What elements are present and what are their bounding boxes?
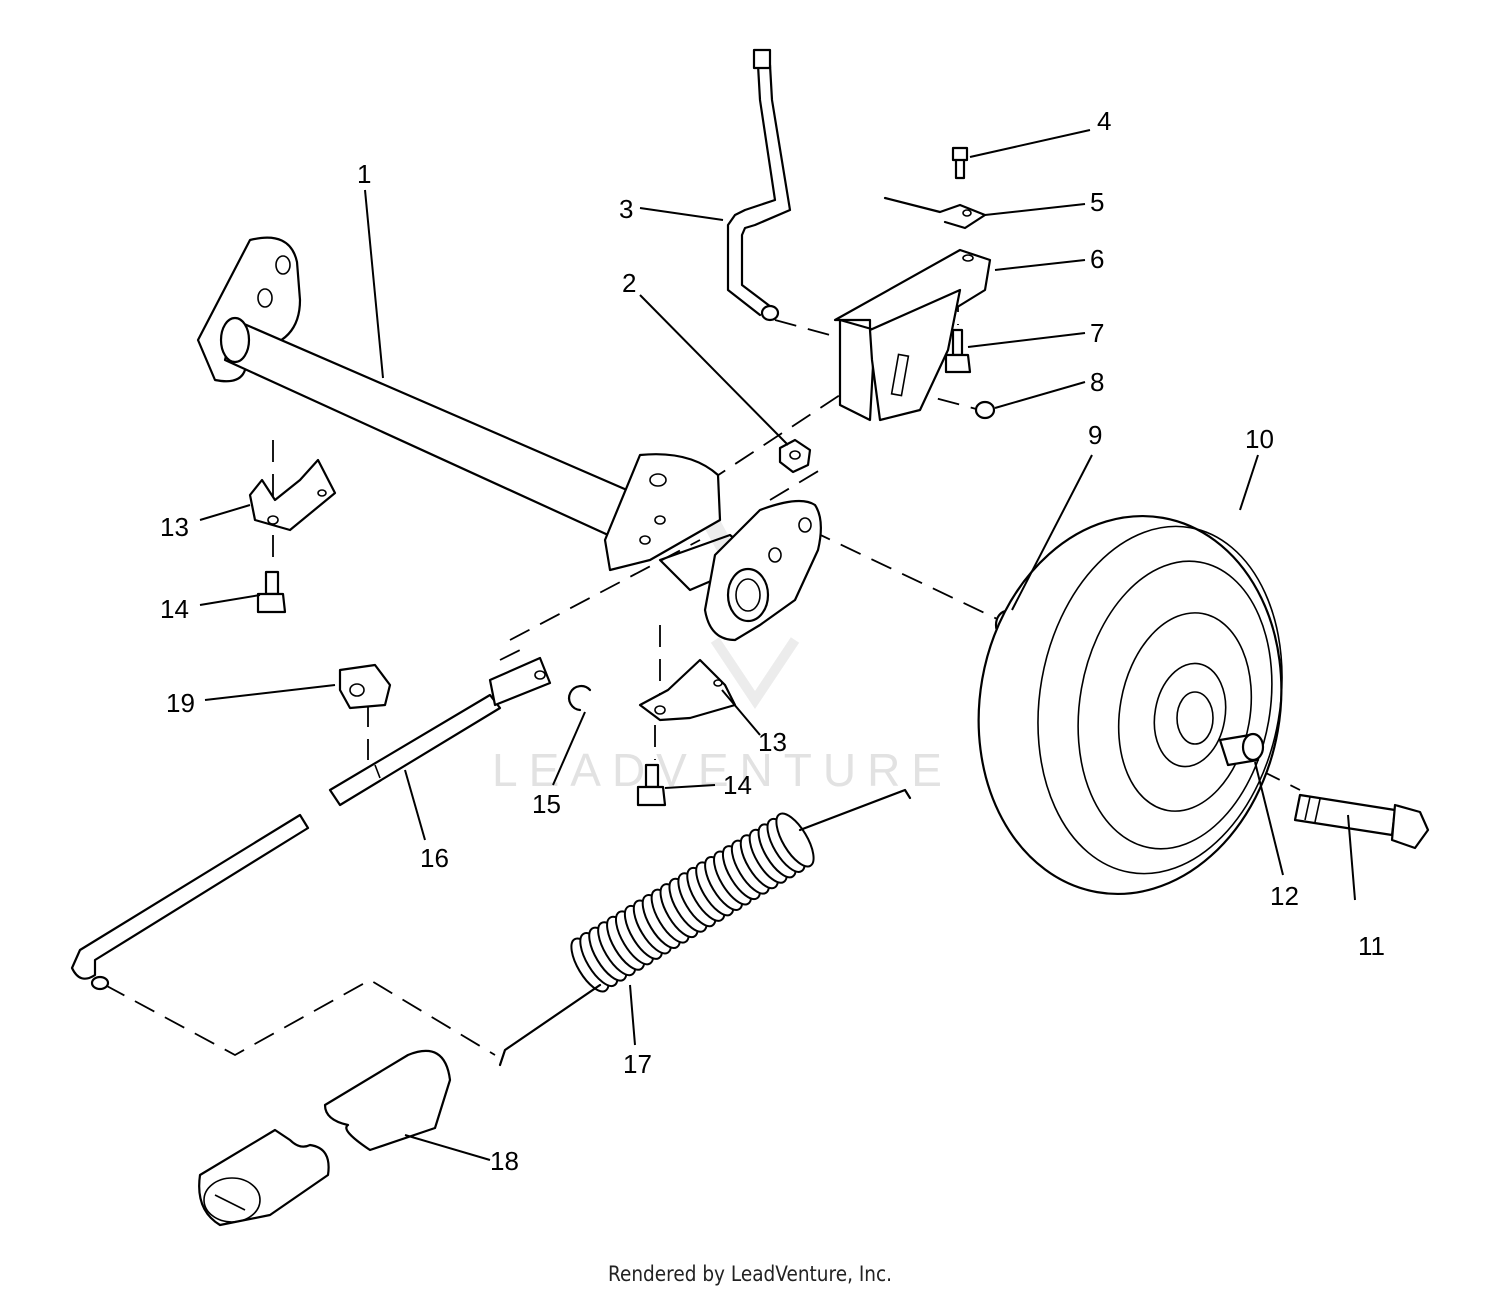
callout-10: 10 — [1245, 424, 1274, 454]
e-clip-15 — [568, 684, 592, 712]
callout-2: 2 — [622, 268, 636, 298]
bolt-4 — [951, 146, 969, 180]
nut-8 — [974, 400, 996, 420]
bolt-14-upper — [256, 570, 287, 614]
shoulder-bolt-11 — [1293, 793, 1430, 850]
callout-18: 18 — [490, 1146, 519, 1176]
callout-19: 19 — [166, 688, 195, 718]
nut-2 — [778, 438, 812, 474]
callout-6: 6 — [1090, 244, 1104, 274]
handle-grips-18 — [198, 1049, 452, 1227]
alignment-lines — [104, 290, 1301, 1057]
callout-16: 16 — [420, 843, 449, 873]
callout-12: 12 — [1270, 881, 1299, 911]
clip-13-lower — [638, 658, 737, 722]
callout-5: 5 — [1090, 187, 1104, 217]
spring-17 — [570, 812, 815, 993]
callout-4: 4 — [1097, 106, 1111, 136]
leader-lines — [199, 129, 1356, 1161]
spring-coil — [775, 812, 815, 868]
clip-13-upper — [248, 458, 337, 532]
callout-13-lower: 13 — [758, 727, 787, 757]
axle-tube — [196, 236, 762, 592]
bolt-14-lower — [636, 763, 667, 807]
spring-hook-bottom — [498, 983, 602, 1067]
callout-labels: 1 2 3 4 5 6 7 8 9 10 11 12 13 13 14 14 1… — [160, 106, 1385, 1176]
callout-9: 9 — [1088, 420, 1102, 450]
callout-15: 15 — [532, 789, 561, 819]
axle-plate — [703, 499, 822, 642]
callout-11: 11 — [1358, 931, 1385, 961]
link-rod-16 — [328, 656, 552, 807]
callout-3: 3 — [619, 194, 633, 224]
support-bracket — [833, 248, 992, 422]
rod-tube — [70, 813, 310, 991]
callout-14-upper: 14 — [160, 594, 189, 624]
callout-17: 17 — [623, 1049, 652, 1079]
bolt-7 — [944, 328, 972, 374]
wheel — [977, 514, 1283, 896]
footer-credit: Rendered by LeadVenture, Inc. — [607, 1262, 893, 1286]
lift-rod — [726, 48, 792, 322]
clip-5 — [883, 196, 987, 230]
block-19 — [338, 663, 392, 710]
callout-13-upper: 13 — [160, 512, 189, 542]
callout-7: 7 — [1090, 318, 1104, 348]
bushing-12 — [1218, 732, 1265, 767]
callout-8: 8 — [1090, 367, 1104, 397]
spring-hook-top — [798, 788, 912, 832]
callout-14-lower: 14 — [723, 770, 752, 800]
callout-1: 1 — [357, 159, 371, 189]
